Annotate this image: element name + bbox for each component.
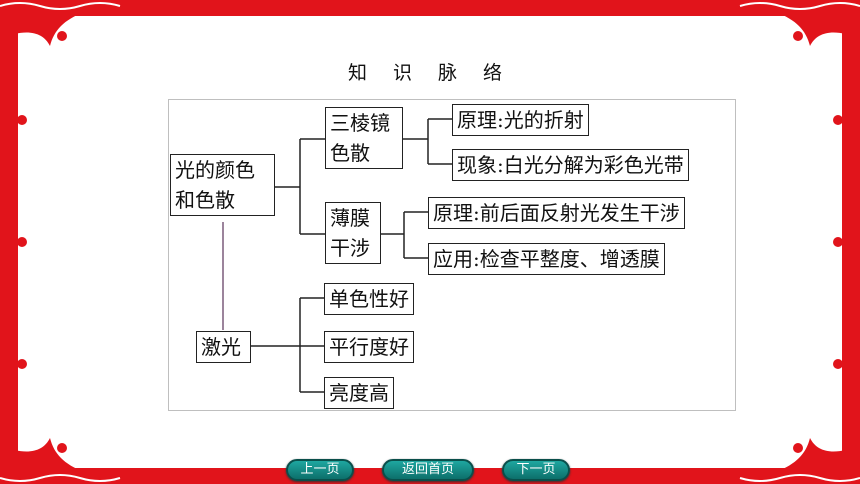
node-laser-monochromatic: 单色性好 [324,283,414,315]
node-laser-parallel: 平行度好 [324,331,414,363]
node-film-application: 应用:检查平整度、增透膜 [428,243,665,275]
next-page-button[interactable]: 下一页 [502,459,570,481]
node-line-1: 三棱镜 [330,111,390,135]
node-line-2: 和色散 [175,188,235,212]
corner-ornaments [14,12,846,472]
node-laser-brightness: 亮度高 [324,377,394,409]
node-prism-phenomenon: 现象:白光分解为彩色光带 [452,149,689,181]
node-prism-dispersion: 三棱镜 色散 [325,107,403,169]
node-color-dispersion: 光的颜色 和色散 [170,154,275,216]
home-button[interactable]: 返回首页 [382,459,474,481]
node-laser: 激光 [196,331,251,363]
node-prism-principle: 原理:光的折射 [452,104,589,136]
node-line-2: 干涉 [330,236,370,260]
node-line-2: 色散 [330,141,370,165]
page-title: 知 识 脉 络 [347,62,513,84]
node-film-interference: 薄膜 干涉 [325,202,381,264]
prev-page-button[interactable]: 上一页 [286,459,354,481]
node-film-principle: 原理:前后面反射光发生干涉 [428,197,685,229]
node-line-1: 薄膜 [330,206,370,230]
node-line-1: 光的颜色 [175,158,255,182]
